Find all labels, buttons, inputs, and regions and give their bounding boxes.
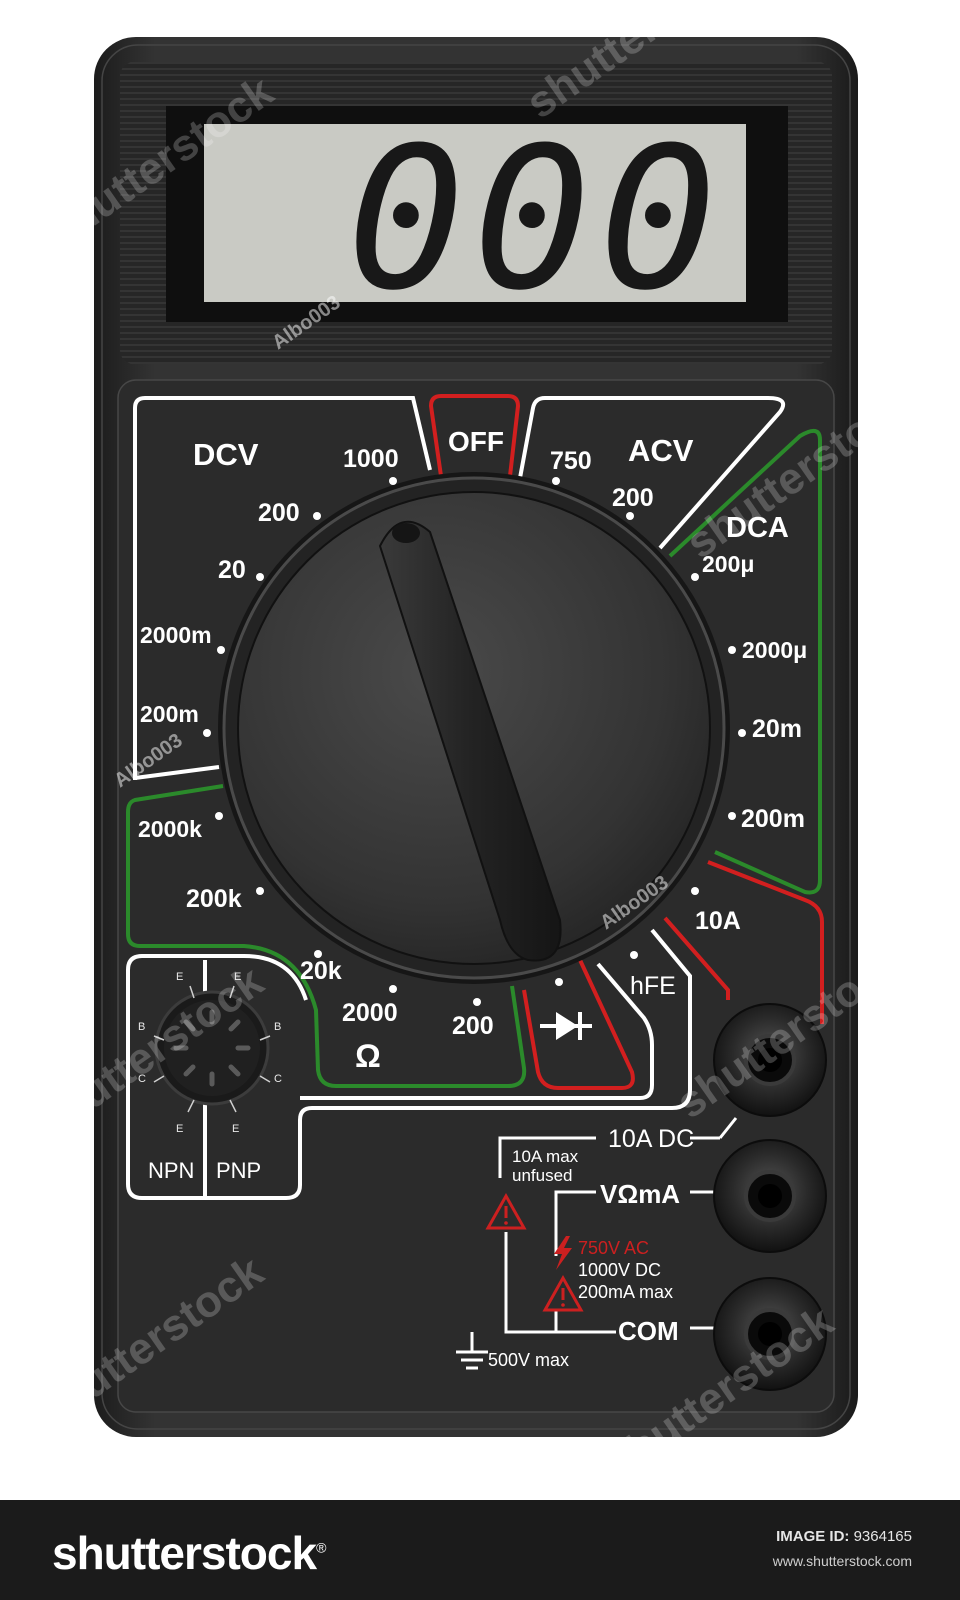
off-label: OFF (448, 426, 504, 457)
dca-label: DCA (726, 512, 789, 544)
footer-url: www.shutterstock.com (772, 1553, 912, 1569)
hfe-label: hFE (630, 972, 676, 1000)
jack-vma-label: VΩmA (600, 1179, 680, 1209)
npn-label: NPN (148, 1158, 194, 1183)
footer-bar: shutterstock® IMAGE ID: 9364165 www.shut… (0, 1500, 960, 1600)
acv-label: ACV (628, 433, 694, 468)
dcv-range-1000: 1000 (343, 445, 399, 473)
dcv-range-200: 200 (258, 499, 300, 527)
dca-range-10a: 10A (695, 907, 741, 935)
dca-range-20m: 20m (752, 715, 802, 743)
dca-range-200m: 200m (741, 805, 805, 833)
acv-range-750: 750 (550, 447, 592, 475)
high-voltage-icon (554, 1236, 572, 1270)
dcv-range-frame (133, 396, 432, 780)
warning-triangle-icon (485, 1192, 527, 1230)
ohm-range-200k: 200k (186, 885, 242, 913)
ground-symbol-icon (456, 1332, 488, 1370)
fuse-warning-line1: 10A max (512, 1147, 579, 1166)
dca-range-2000u: 2000μ (742, 637, 807, 663)
off-frame (428, 394, 521, 477)
pin-label-npn-e-bottom: E (176, 1123, 183, 1135)
dcv-range-2000m: 2000m (140, 622, 212, 648)
ohm-range-2000k: 2000k (138, 816, 202, 842)
range-dots (203, 477, 746, 1006)
dial-pointer[interactable] (378, 520, 562, 962)
pin-label-pnp-b: B (274, 1021, 281, 1033)
ohm-range-200: 200 (452, 1012, 494, 1040)
ac-limit: 750V AC (578, 1238, 649, 1258)
acv-range-frame (518, 396, 785, 550)
image-id: IMAGE ID: 9364165 (776, 1528, 912, 1545)
ohm-range-2000: 2000 (342, 999, 398, 1027)
lcd-screen (204, 124, 746, 302)
fuse-warning-line2: unfused (512, 1166, 573, 1185)
pin-label-pnp-c: C (274, 1073, 282, 1085)
pin-label-pnp-e-bottom: E (232, 1123, 239, 1135)
hfe-frame (300, 962, 654, 1100)
dca-range-frame (668, 428, 822, 895)
ma-limit: 200mA max (578, 1282, 673, 1302)
diode-frame (522, 959, 635, 1090)
jack-com[interactable] (713, 1277, 827, 1391)
diode-icon (540, 1012, 592, 1040)
pin-label-npn-b: B (138, 1021, 145, 1033)
dcv-range-200m: 200m (140, 701, 199, 727)
ground-limit: 500V max (488, 1350, 569, 1370)
ohm-range-frame (126, 784, 527, 1088)
jack-10a[interactable] (713, 1003, 827, 1117)
dca-range-200u: 200μ (702, 551, 754, 577)
dc-limit: 1000V DC (578, 1260, 661, 1280)
lcd-reading: 000 (347, 106, 725, 334)
acv-range-200: 200 (612, 484, 654, 512)
jack-10a-label: 10A DC (608, 1125, 694, 1153)
warning-triangle-icon (542, 1274, 584, 1312)
jack-com-label: COM (618, 1316, 679, 1346)
footer-meta: IMAGE ID: 9364165 www.shutterstock.com (773, 1528, 912, 1569)
dcv-label: DCV (193, 437, 259, 472)
pin-label-npn-e-top: E (176, 971, 183, 983)
pnp-label: PNP (216, 1158, 261, 1183)
jack-vma[interactable] (713, 1139, 827, 1253)
ohm-range-20k: 20k (300, 957, 342, 985)
dcv-range-20: 20 (218, 556, 246, 584)
footer-logo: shutterstock® (52, 1527, 326, 1579)
ohm-label: Ω (355, 1038, 381, 1074)
transistor-socket (153, 985, 271, 1113)
amp-range-frame (707, 860, 824, 1024)
pin-label-pnp-e-top: E (234, 971, 241, 983)
pin-label-npn-c: C (138, 1073, 146, 1085)
